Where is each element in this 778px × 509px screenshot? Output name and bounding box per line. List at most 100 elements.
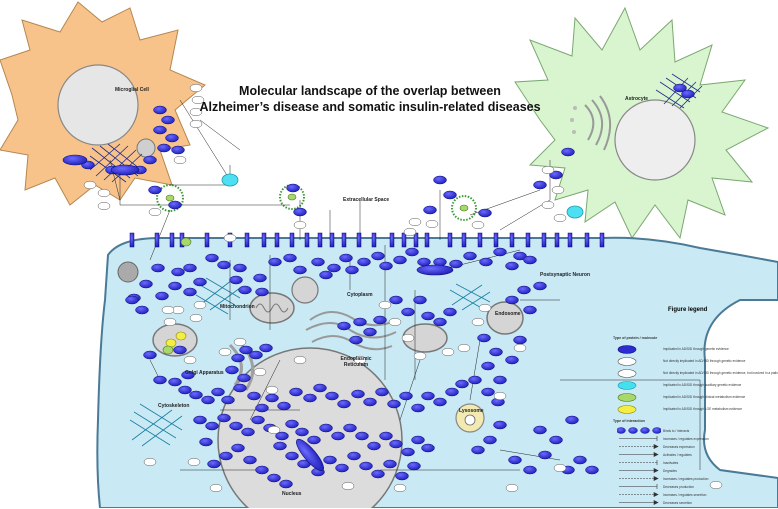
legend-symbol xyxy=(617,369,637,378)
protein-node xyxy=(243,455,257,465)
protein-node xyxy=(259,343,273,353)
microglial-nucleus xyxy=(57,64,139,146)
protein-node xyxy=(183,287,197,297)
protein-node xyxy=(313,383,327,393)
protein-node xyxy=(157,143,171,153)
legend-protein-type: Implicated in AD/SID through LOE metabol… xyxy=(613,405,773,415)
postsynaptic-neuron-label: Postsynaptic Neuron xyxy=(540,272,591,278)
protein-node xyxy=(383,459,397,469)
membrane-receptor xyxy=(447,232,453,248)
protein-node xyxy=(345,265,359,275)
protein-node xyxy=(247,391,261,401)
protein-node xyxy=(349,335,363,345)
protein-node xyxy=(251,415,265,425)
legend-protein-type: Implicated in AD/SID through auxiliary g… xyxy=(613,381,773,391)
protein-node xyxy=(421,391,435,401)
protein-node xyxy=(201,395,215,405)
unimplicated-node xyxy=(209,483,223,493)
protein-node xyxy=(481,361,495,371)
legend-arrow xyxy=(619,444,659,449)
protein-node xyxy=(239,345,253,355)
protein-node xyxy=(363,397,377,407)
legend-interaction-type: Increases / regulates production xyxy=(613,475,773,485)
protein-node xyxy=(479,257,493,267)
unimplicated-node xyxy=(425,219,439,229)
protein-node xyxy=(411,403,425,413)
unimplicated-node xyxy=(471,317,485,327)
protein-node xyxy=(153,105,167,115)
protein-node xyxy=(335,463,349,473)
protein-node xyxy=(125,295,139,305)
protein-node xyxy=(199,437,213,447)
extracellular-vesicles xyxy=(156,184,477,221)
protein-node xyxy=(481,387,495,397)
protein-node xyxy=(389,295,403,305)
membrane-receptor xyxy=(274,232,280,248)
legend-title: Figure legend xyxy=(668,307,708,313)
protein-node xyxy=(286,183,300,193)
protein-node xyxy=(538,450,552,460)
membrane-receptor xyxy=(509,232,515,248)
legend-arrow xyxy=(619,436,658,441)
protein-node xyxy=(323,455,337,465)
membrane-receptor xyxy=(493,232,499,248)
membrane-receptor xyxy=(317,232,323,248)
protein-node xyxy=(505,355,519,365)
protein-node xyxy=(293,207,307,217)
metabolism-node xyxy=(175,331,187,341)
unimplicated-node xyxy=(341,481,355,491)
protein-node xyxy=(319,423,333,433)
mitochondrion-label: Mitochondrion xyxy=(220,304,255,310)
protein-node xyxy=(533,180,547,190)
protein-node xyxy=(173,345,187,355)
protein-node xyxy=(585,465,599,475)
protein-node xyxy=(231,353,245,363)
protein-node xyxy=(478,208,492,218)
protein-node xyxy=(293,265,307,275)
protein-node xyxy=(399,391,413,401)
protein-node xyxy=(339,253,353,263)
unimplicated-node xyxy=(378,300,392,310)
legend-text: Implicated in AD/SID through LOE metabol… xyxy=(663,407,743,411)
metabolism-node xyxy=(165,194,175,202)
protein-node xyxy=(401,307,415,317)
protein-node xyxy=(343,423,357,433)
protein-node xyxy=(168,200,182,210)
endoplasmic-reticulum-label: Endoplasmic Reticulum xyxy=(340,356,372,368)
unimplicated-node xyxy=(401,333,415,343)
endosome-organelle xyxy=(486,301,524,335)
metabolism-node xyxy=(180,237,192,247)
membrane-complex xyxy=(416,264,454,276)
legend-protein-type: Implicated in AD/SID through clinical me… xyxy=(613,393,773,403)
protein-node xyxy=(311,257,325,267)
unimplicated-node xyxy=(413,351,427,361)
membrane-receptor xyxy=(461,232,467,248)
protein-node xyxy=(493,375,507,385)
legend-protein-type: Not directly implicated in AD/SID throug… xyxy=(613,357,773,367)
nucleus-label: Nucleus xyxy=(282,491,302,497)
membrane-receptor xyxy=(261,232,267,248)
protein-node xyxy=(423,205,437,215)
protein-node xyxy=(433,317,447,327)
membrane-receptor xyxy=(304,232,310,248)
title-line-2: Alzheimer’s disease and somatic insulin-… xyxy=(199,100,541,114)
legend-symbol xyxy=(617,345,637,354)
membrane-receptor xyxy=(129,232,135,248)
protein-node xyxy=(389,439,403,449)
legend-text: Not directly implicated in AD/SID throug… xyxy=(663,371,778,375)
protein-node xyxy=(143,350,157,360)
membrane-receptor xyxy=(244,232,250,248)
protein-node xyxy=(135,305,149,315)
protein-node xyxy=(178,385,192,395)
protein-node xyxy=(373,315,387,325)
unimplicated-node xyxy=(471,220,485,230)
protein-node xyxy=(561,147,575,157)
legend-text: Inactivates xyxy=(663,461,679,465)
protein-node xyxy=(181,370,195,380)
protein-node xyxy=(325,391,339,401)
protein-node xyxy=(443,190,457,200)
legend-arrow xyxy=(619,492,659,497)
membrane-receptor xyxy=(554,232,560,248)
unimplicated-node xyxy=(253,367,267,377)
protein-node xyxy=(363,327,377,337)
